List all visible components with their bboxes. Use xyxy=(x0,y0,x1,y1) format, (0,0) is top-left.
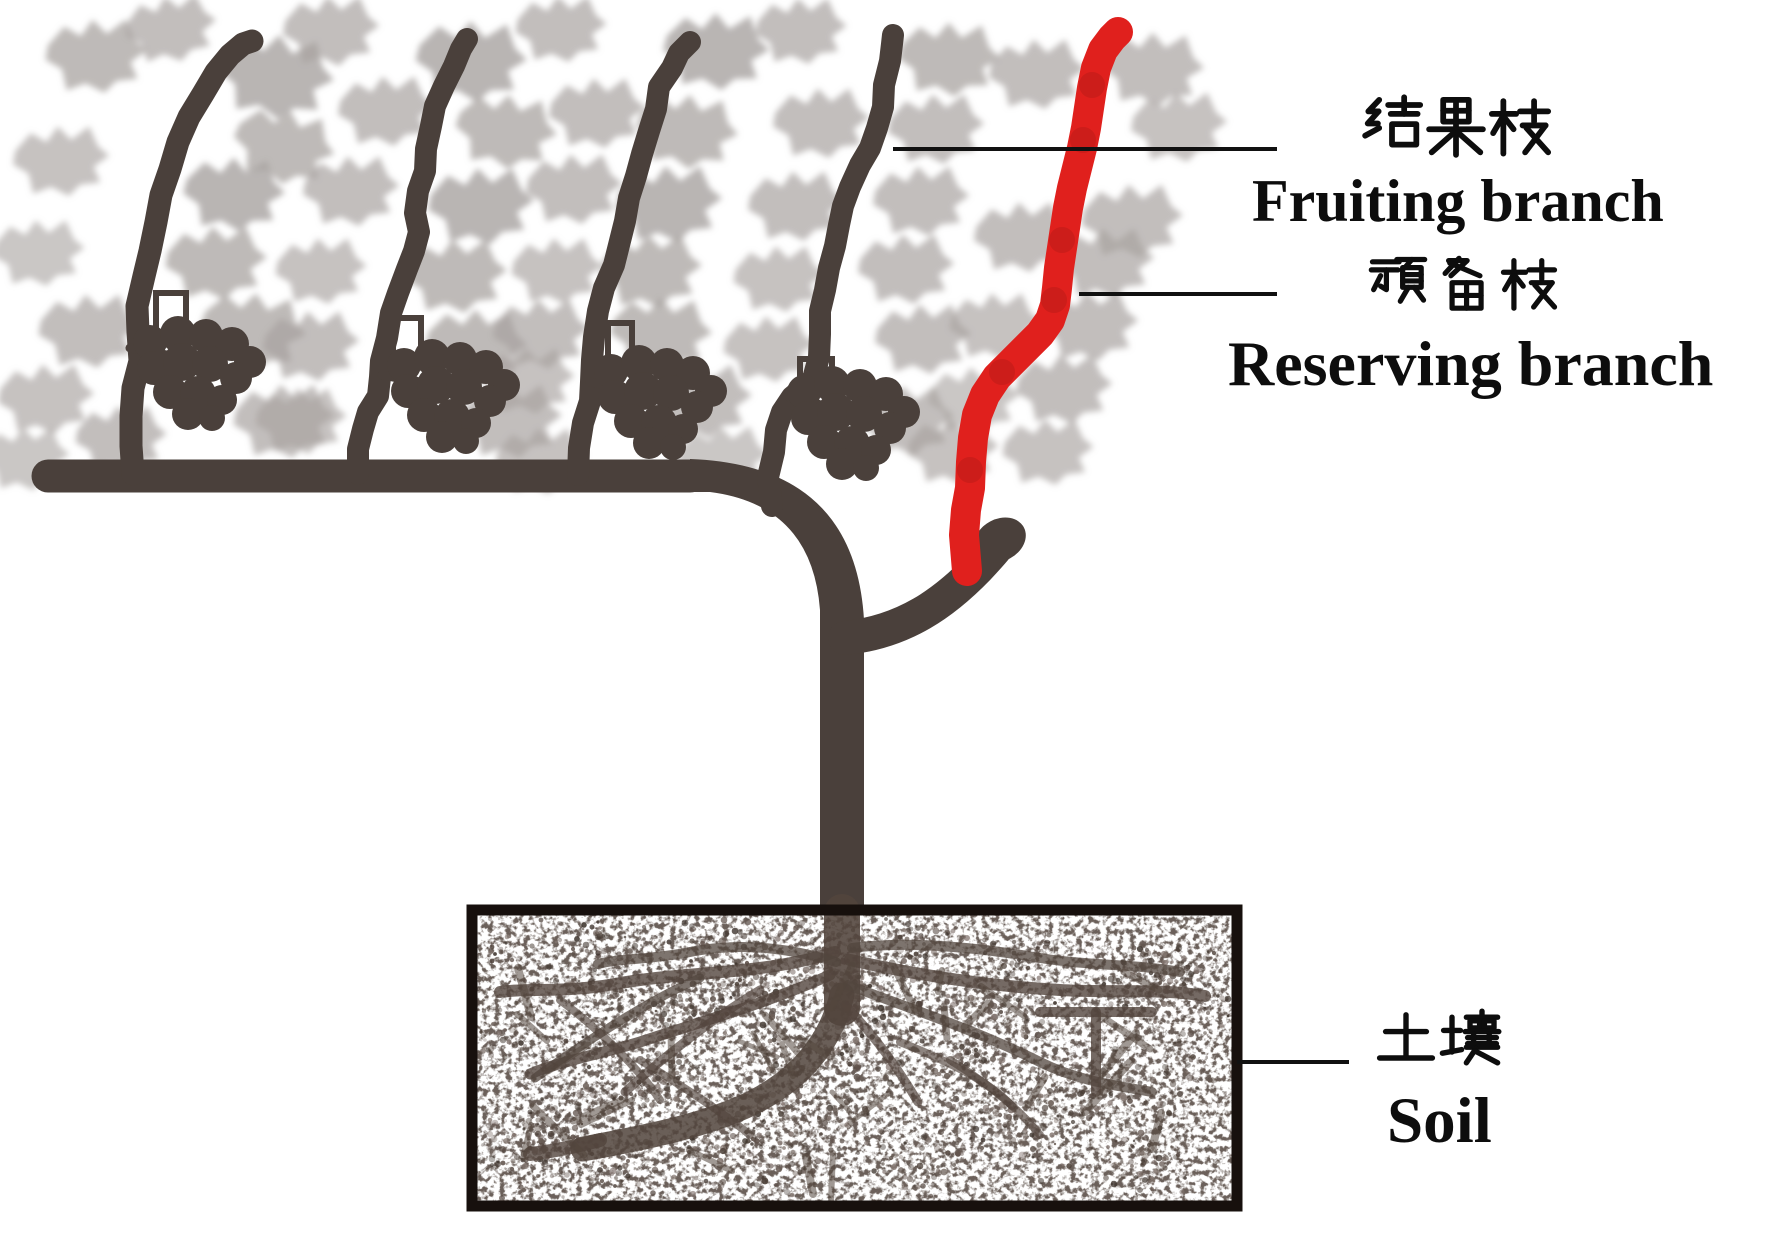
svg-text:Soil: Soil xyxy=(1387,1085,1492,1157)
svg-text:Fruiting branch: Fruiting branch xyxy=(1252,168,1664,234)
svg-text:Reserving branch: Reserving branch xyxy=(1228,328,1713,399)
